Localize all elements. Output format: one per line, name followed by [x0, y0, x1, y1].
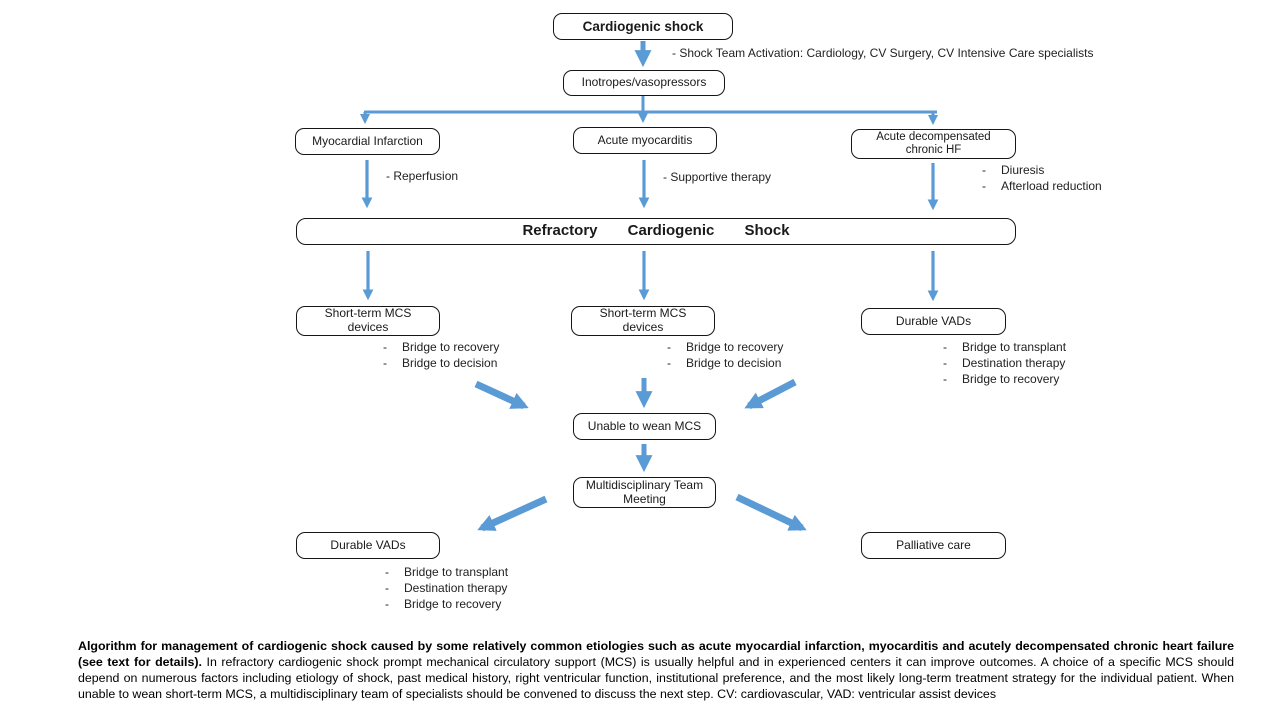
list-item: - Bridge to recovery — [667, 340, 783, 354]
list-item-text: Diuresis — [1001, 163, 1045, 177]
dash-bullet: - — [943, 356, 947, 370]
list-item: - Bridge to decision — [667, 356, 783, 370]
dash-bullet: - — [383, 340, 387, 354]
dash-bullet: - — [982, 163, 986, 177]
list-stmcs-left-goals: - Bridge to recovery - Bridge to decision — [383, 340, 499, 370]
node-acute-decompensated-chronic-hf: Acute decompensated chronic HF — [851, 129, 1016, 159]
dash-bullet: - — [385, 581, 389, 595]
arrow-left-to-unable — [474, 380, 529, 410]
node-short-term-mcs-left: Short-term MCS devices — [296, 306, 440, 336]
list-item-text: Bridge to decision — [402, 356, 498, 370]
list-adhf-therapies: - Diuresis - Afterload reduction — [982, 163, 1102, 193]
dash-bullet: - — [385, 565, 389, 579]
list-item: - Bridge to transplant — [943, 340, 1066, 354]
dash-bullet: - — [982, 179, 986, 193]
node-myocardial-infarction: Myocardial Infarction — [295, 128, 440, 155]
node-refractory-cardiogenic-shock: Refractory Cardiogenic Shock — [296, 218, 1016, 245]
dash-bullet: - — [943, 372, 947, 386]
list-item-text: Bridge to transplant — [404, 565, 509, 579]
dash-bullet: - — [385, 597, 389, 611]
note-shock-team-activation: - Shock Team Activation: Cardiology, CV … — [672, 46, 1094, 60]
list-item-text: Bridge to recovery — [404, 597, 502, 611]
list-item-text: Bridge to recovery — [686, 340, 784, 354]
list-item: - Destination therapy — [385, 581, 508, 595]
list-item-text: Destination therapy — [404, 581, 508, 595]
list-item: - Bridge to transplant — [385, 565, 508, 579]
node-durable-vads-bottom: Durable VADs — [296, 532, 440, 559]
note-reperfusion: - Reperfusion — [386, 169, 459, 183]
list-item: - Diuresis — [982, 163, 1102, 177]
node-acute-myocarditis: Acute myocarditis — [573, 127, 717, 154]
caption-body: In refractory cardiogenic shock prompt m… — [78, 654, 1234, 701]
node-multidisciplinary-team-meeting: Multidisciplinary Team Meeting — [573, 477, 716, 508]
dash-bullet: - — [383, 356, 387, 370]
caption-bold-lead: Algorithm for management of cardiogenic … — [78, 639, 1234, 669]
list-item: - Destination therapy — [943, 356, 1066, 370]
list-vad-right-goals: - Bridge to transplant - Destination thera… — [943, 340, 1066, 386]
list-item: - Bridge to recovery — [943, 372, 1066, 386]
branch-connector — [364, 95, 937, 114]
note-supportive-therapy: - Supportive therapy — [663, 170, 772, 184]
arrow-meeting-to-palliative — [735, 493, 807, 532]
figure-caption: Algorithm for management of cardiogenic … — [78, 639, 1234, 703]
list-item-text: Destination therapy — [962, 356, 1066, 370]
list-item-text: Afterload reduction — [1001, 179, 1102, 193]
node-inotropes-vasopressors: Inotropes/vasopressors — [563, 70, 725, 96]
list-item-text: Bridge to recovery — [402, 340, 500, 354]
list-stmcs-mid-goals: - Bridge to recovery - Bridge to decision — [667, 340, 783, 370]
list-item-text: Bridge to transplant — [962, 340, 1067, 354]
node-cardiogenic-shock: Cardiogenic shock — [553, 13, 733, 40]
node-unable-to-wean-mcs: Unable to wean MCS — [573, 413, 716, 440]
dash-bullet: - — [667, 356, 671, 370]
arrow-right-to-unable — [744, 378, 797, 410]
node-durable-vads-right: Durable VADs — [861, 308, 1006, 335]
flow-arrows — [359, 41, 939, 532]
list-item: - Bridge to recovery — [385, 597, 508, 611]
list-item-text: Bridge to recovery — [962, 372, 1060, 386]
arrow-meeting-to-vad-bottom — [477, 495, 548, 532]
dash-bullet: - — [667, 340, 671, 354]
list-item: - Bridge to recovery — [383, 340, 499, 354]
node-palliative-care: Palliative care — [861, 532, 1006, 559]
list-item: - Bridge to decision — [383, 356, 499, 370]
list-item: - Afterload reduction — [982, 179, 1102, 193]
dash-bullet: - — [943, 340, 947, 354]
node-short-term-mcs-mid: Short-term MCS devices — [571, 306, 715, 336]
list-vad-bottom-goals: - Bridge to transplant - Destination thera… — [385, 565, 508, 611]
list-item-text: Bridge to decision — [686, 356, 782, 370]
